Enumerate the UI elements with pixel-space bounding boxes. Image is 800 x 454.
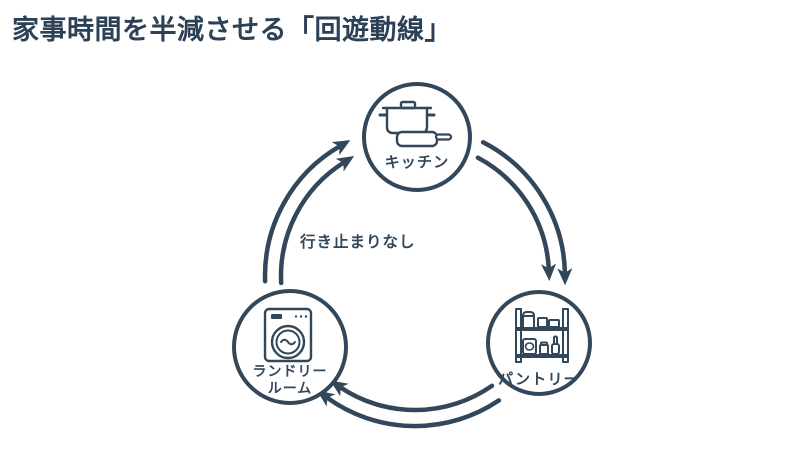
node-laundry-room: ランドリー ルーム bbox=[232, 289, 348, 405]
control-panel bbox=[271, 314, 282, 319]
arrow-laundry-to-kitchen-outer bbox=[262, 140, 351, 284]
shelf-board-bottom bbox=[516, 354, 568, 358]
node-pantry: パントリー bbox=[486, 290, 592, 396]
bottle-neck bbox=[553, 335, 558, 345]
bottle bbox=[551, 343, 560, 355]
washing-machine-icon bbox=[263, 307, 313, 363]
door-outer bbox=[270, 324, 306, 360]
shelf-right-post bbox=[562, 308, 569, 363]
machine-body bbox=[263, 307, 313, 363]
small-jar bbox=[539, 344, 549, 355]
pantry-shelf-icon bbox=[515, 308, 569, 363]
laundry-label-line1: ランドリー bbox=[253, 363, 328, 379]
kitchen-label: キッチン bbox=[385, 154, 450, 171]
arrow-laundry-to-kitchen-inner bbox=[278, 156, 355, 286]
shelf-board-top bbox=[516, 327, 568, 331]
cup bbox=[537, 317, 548, 328]
arrow-kitchen-to-pantry-inner bbox=[475, 155, 557, 281]
mug bbox=[548, 319, 560, 328]
arrow-kitchen-to-pantry-outer bbox=[480, 140, 573, 286]
water-wave bbox=[280, 338, 296, 346]
pan-handle bbox=[434, 133, 453, 141]
laundry-circle bbox=[232, 289, 348, 405]
node-kitchen: キッチン bbox=[362, 82, 472, 192]
cooking-pot-and-pan-icon bbox=[378, 100, 453, 148]
canister bbox=[522, 311, 535, 328]
labeled-jar bbox=[522, 338, 537, 355]
pantry-label: パントリー bbox=[498, 371, 580, 388]
shelf-left-post bbox=[515, 308, 522, 363]
pantry-circle bbox=[486, 290, 592, 396]
door-inner bbox=[275, 329, 301, 355]
laundry-label-line2: ルーム bbox=[268, 380, 313, 396]
arrow-pantry-to-laundry-inner bbox=[330, 380, 495, 413]
no-dead-end-label: 行き止まりなし bbox=[299, 232, 416, 251]
page-title: 家事時間を半減させる「回遊動線」 bbox=[12, 15, 452, 45]
arrow-pantry-to-laundry-outer bbox=[317, 390, 502, 429]
frying-pan bbox=[395, 130, 439, 148]
jar-label bbox=[524, 342, 535, 351]
